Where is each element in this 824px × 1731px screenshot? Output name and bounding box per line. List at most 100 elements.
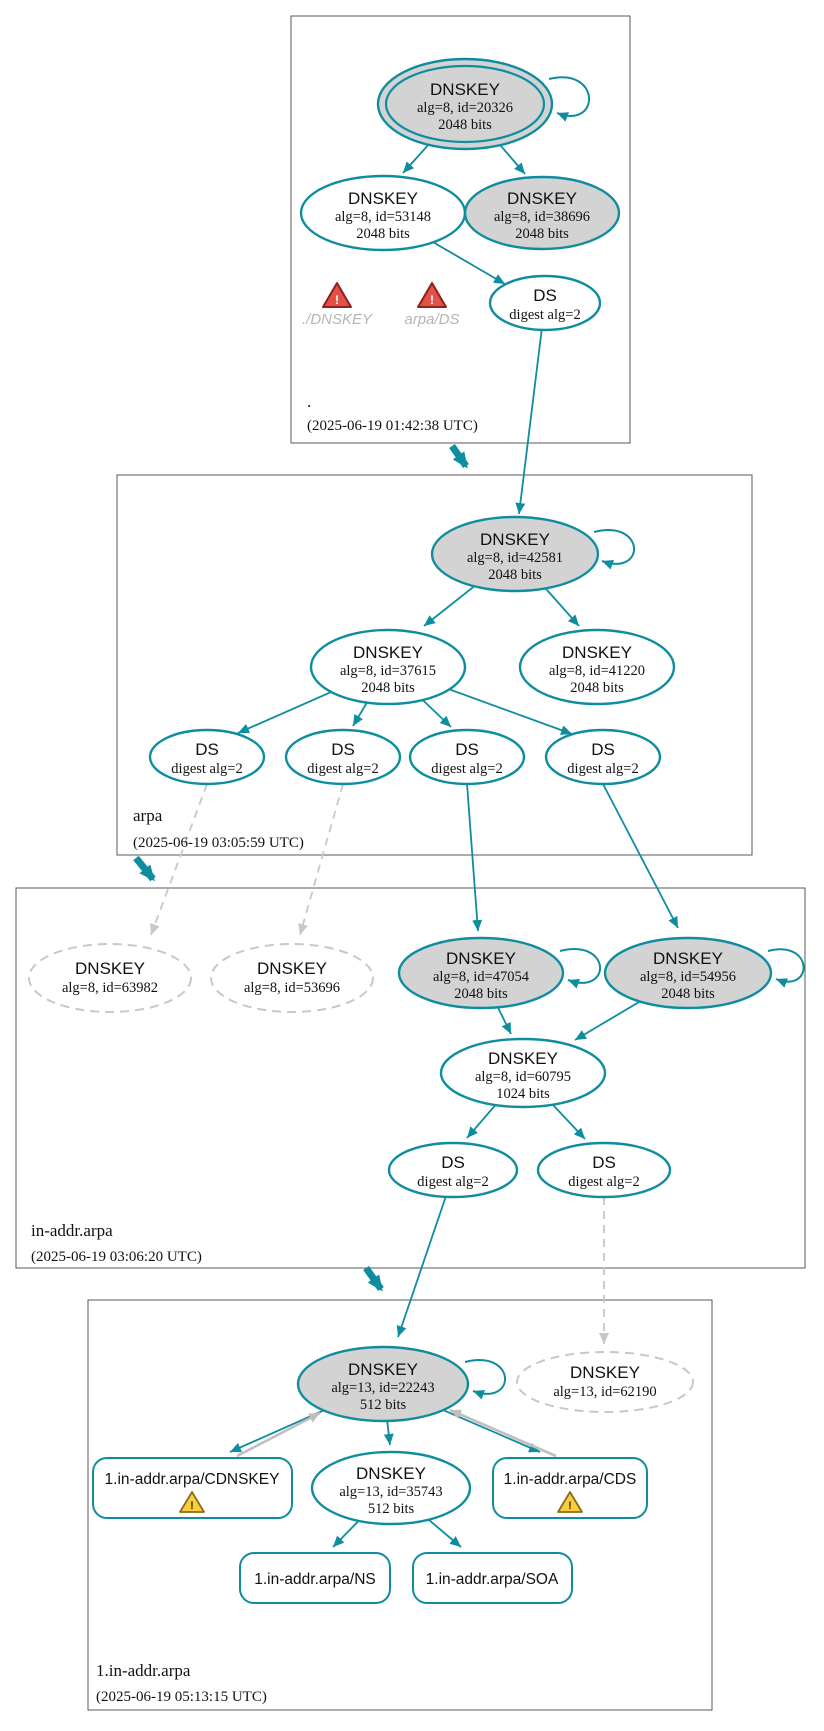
warning-exclamation: !	[568, 1500, 572, 1512]
cds-node[interactable]	[492, 1457, 648, 1519]
ds-arpa1-title: DS	[195, 740, 219, 759]
zone-box-1-in-addr-arpa	[87, 1299, 713, 1711]
dnskey-47054-node[interactable]	[397, 936, 565, 1010]
selfloop-ksk20326	[548, 76, 591, 122]
ds-arpa2-node[interactable]	[284, 728, 402, 786]
ds-arpa2-title: DS	[331, 740, 355, 759]
cds-label: 1.in-addr.arpa/CDS	[504, 1471, 637, 1488]
node-group-dnskey-54956: DNSKEY alg=8, id=54956 2048 bits	[603, 936, 773, 1010]
error-icon[interactable]	[322, 282, 352, 308]
ds-arpa3-title: DS	[455, 740, 479, 759]
dnskey-62190-detail: alg=13, id=62190	[553, 1384, 656, 1400]
error-label-arpa-ds: arpa/DS	[404, 311, 459, 328]
node-group-cdnskey: 1.in-addr.arpa/CDNSKEY !	[92, 1457, 293, 1519]
dnskey-22243-detail: alg=13, id=22243	[331, 1380, 434, 1396]
zone-timestamp-in-addr-arpa: (2025-06-19 03:06:20 UTC)	[31, 1249, 202, 1265]
ds-in-addr-right-detail: digest alg=2	[568, 1174, 639, 1190]
dnskey-42581-detail: alg=8, id=42581	[467, 550, 563, 566]
dnskey-37615-detail: alg=8, id=37615	[340, 663, 436, 679]
node-group-dnskey-22243: DNSKEY alg=13, id=22243 512 bits	[296, 1345, 470, 1423]
dnskey-60795-bits: 1024 bits	[496, 1086, 550, 1102]
dnskey-53148-title: DNSKEY	[348, 189, 418, 208]
dnskey-41220-title: DNSKEY	[562, 643, 632, 662]
node-group-dnskey-38696: DNSKEY alg=8, id=38696 2048 bits	[463, 175, 621, 251]
ds-arpa4-title: DS	[591, 740, 615, 759]
node-group-dnskey-53696: DNSKEY alg=8, id=53696	[210, 943, 374, 1013]
dnskey-54956-title: DNSKEY	[653, 949, 723, 968]
dnskey-37615-node[interactable]	[309, 628, 467, 706]
dnskey-42581-node[interactable]	[430, 515, 600, 593]
selfloop-ksk22243	[464, 1359, 507, 1400]
node-group-ds-arpa-2: DS digest alg=2	[284, 728, 402, 786]
error-icon[interactable]	[417, 282, 447, 308]
node-group-dnskey-42581: DNSKEY alg=8, id=42581 2048 bits	[430, 515, 600, 593]
dnskey-53696-detail: alg=8, id=53696	[244, 980, 340, 996]
dnskey-22243-node[interactable]	[296, 1345, 470, 1423]
dnskey-60795-node[interactable]	[439, 1037, 607, 1109]
dnskey-62190-title: DNSKEY	[570, 1363, 640, 1382]
error-exclamation: !	[335, 293, 339, 307]
dnskey-35743-node[interactable]	[310, 1450, 472, 1526]
dnskey-53696-title: DNSKEY	[257, 959, 327, 978]
node-group-dnskey-62190: DNSKEY alg=13, id=62190	[516, 1351, 694, 1413]
node-group-ds-in-addr-right: DS digest alg=2	[536, 1141, 672, 1199]
ds-arpa4-detail: digest alg=2	[567, 761, 638, 777]
dnskey-37615-bits: 2048 bits	[361, 680, 415, 696]
error-exclamation: !	[430, 293, 434, 307]
edge-ds-to-arpa-ksk42581	[515, 302, 546, 515]
ds-in-addr-left-detail: digest alg=2	[417, 1174, 488, 1190]
ds-in-addr-right-node[interactable]	[536, 1141, 672, 1199]
delegation-arrow-arpa-to-in-addr	[133, 855, 156, 882]
dnskey-63982-detail: alg=8, id=63982	[62, 980, 158, 996]
cdnskey-node[interactable]	[92, 1457, 293, 1519]
edge-ds3-to-ksk47054	[466, 783, 483, 932]
ds-in-addr-left-node[interactable]	[387, 1141, 519, 1199]
dnskey-41220-bits: 2048 bits	[570, 680, 624, 696]
dnskey-35743-detail: alg=13, id=35743	[339, 1484, 442, 1500]
dnskey-37615-title: DNSKEY	[353, 643, 423, 662]
ds-in-addr-left-title: DS	[441, 1153, 465, 1172]
dnskey-41220-node[interactable]	[518, 628, 676, 706]
ds-arpa1-node[interactable]	[148, 728, 266, 786]
dnskey-54956-node[interactable]	[603, 936, 773, 1010]
ds-root-title: DS	[533, 286, 557, 305]
node-group-cds: 1.in-addr.arpa/CDS !	[492, 1457, 648, 1519]
dnskey-62190-node-bogus[interactable]	[516, 1351, 694, 1413]
warning-exclamation: !	[190, 1500, 194, 1512]
ds-arpa4-node[interactable]	[544, 728, 662, 786]
dnskey-38696-node[interactable]	[463, 175, 621, 251]
edge-ds2-to-dnskey53696-bogus	[298, 783, 344, 936]
dnskey-35743-title: DNSKEY	[356, 1464, 426, 1483]
node-group-soa: 1.in-addr.arpa/SOA	[412, 1552, 573, 1604]
dnskey-22243-title: DNSKEY	[348, 1360, 418, 1379]
soa-node[interactable]	[412, 1552, 573, 1604]
node-group-ds-in-addr-left: DS digest alg=2	[387, 1141, 519, 1199]
error-arpa-ds: ! arpa/DS	[404, 282, 460, 328]
ds-arpa3-node[interactable]	[408, 728, 526, 786]
ds-root-node[interactable]	[488, 274, 602, 332]
zone-box-in-addr-arpa	[15, 887, 806, 1269]
zone-box-arpa	[116, 474, 753, 856]
dnskey-38696-bits: 2048 bits	[515, 226, 569, 242]
dnskey-47054-detail: alg=8, id=47054	[433, 969, 530, 985]
edge-cds-to-ksk22243-gray	[449, 1408, 557, 1458]
dnskey-60795-title: DNSKEY	[488, 1049, 558, 1068]
error-root-dnskey: ! ./DNSKEY	[302, 282, 373, 328]
zone-box-root	[290, 15, 631, 444]
zone-timestamp-arpa: (2025-06-19 03:05:59 UTC)	[133, 835, 304, 851]
zone-timestamp-root: (2025-06-19 01:42:38 UTC)	[307, 418, 478, 434]
node-group-dnskey-60795: DNSKEY alg=8, id=60795 1024 bits	[439, 1037, 607, 1109]
error-label-root-dnskey: ./DNSKEY	[302, 311, 373, 328]
dnskey-63982-node-bogus[interactable]	[28, 943, 192, 1013]
warning-icon	[557, 1491, 583, 1513]
dnskey-53696-node-bogus[interactable]	[210, 943, 374, 1013]
ds-in-addr-right-title: DS	[592, 1153, 616, 1172]
dnskey-41220-detail: alg=8, id=41220	[549, 663, 645, 679]
dnskey-38696-detail: alg=8, id=38696	[494, 209, 590, 225]
ns-node[interactable]	[239, 1552, 391, 1604]
dnskey-20326-node[interactable]	[376, 57, 554, 151]
zone-timestamp-1-in-addr-arpa: (2025-06-19 05:13:15 UTC)	[96, 1689, 267, 1705]
dnskey-20326-title: DNSKEY	[430, 80, 500, 99]
dnskey-22243-bits: 512 bits	[360, 1397, 407, 1413]
